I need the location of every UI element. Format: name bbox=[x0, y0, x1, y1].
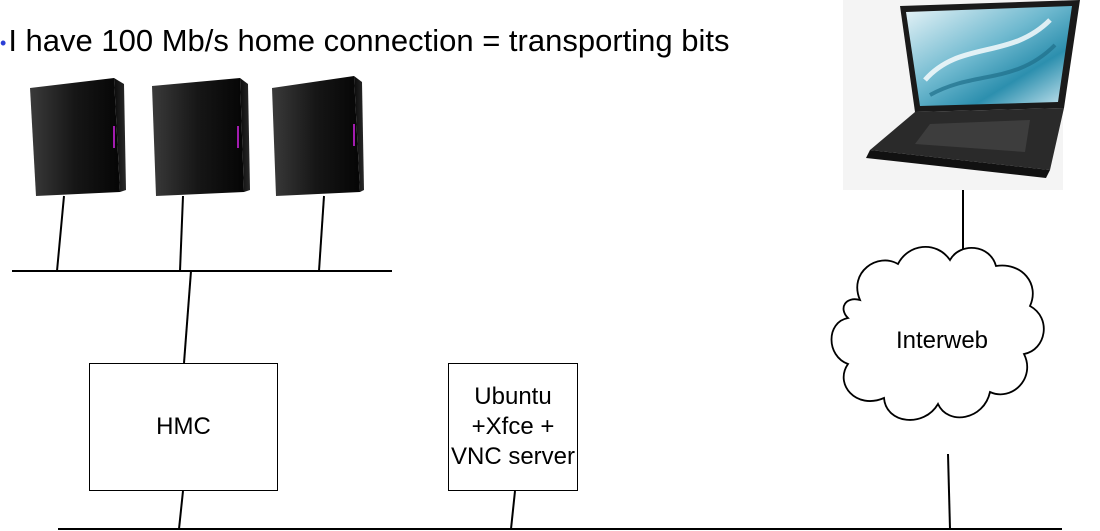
ubuntu-line-2: +Xfce + bbox=[471, 413, 555, 440]
server-tower-icon bbox=[272, 76, 364, 196]
ubuntu-vnc-box: Ubuntu +Xfce + VNC server bbox=[448, 363, 578, 491]
bullet-text: I have 100 Mb/s home connection = transp… bbox=[8, 23, 730, 58]
ubuntu-downlink bbox=[510, 490, 516, 530]
server-tower-icon bbox=[152, 78, 250, 196]
bullet-icon: • bbox=[0, 32, 7, 53]
cloud-icon bbox=[830, 245, 1045, 421]
ubuntu-line-1: Ubuntu bbox=[474, 383, 552, 410]
hmc-uplink bbox=[183, 270, 192, 364]
laptop-icon bbox=[843, 0, 1080, 190]
server-tower-icon bbox=[30, 78, 126, 196]
hmc-box: HMC bbox=[89, 363, 278, 491]
cloud-downlink bbox=[947, 453, 951, 530]
server-link-3 bbox=[318, 195, 325, 272]
hmc-label: HMC bbox=[156, 413, 211, 440]
server-link-1 bbox=[56, 195, 65, 272]
server-link-2 bbox=[179, 195, 184, 272]
cloud-label: Interweb bbox=[895, 327, 989, 354]
slide-bullet: •I have 100 Mb/s home connection = trans… bbox=[0, 22, 730, 62]
ubuntu-line-3: VNC server bbox=[450, 443, 576, 470]
hmc-downlink bbox=[178, 490, 184, 530]
